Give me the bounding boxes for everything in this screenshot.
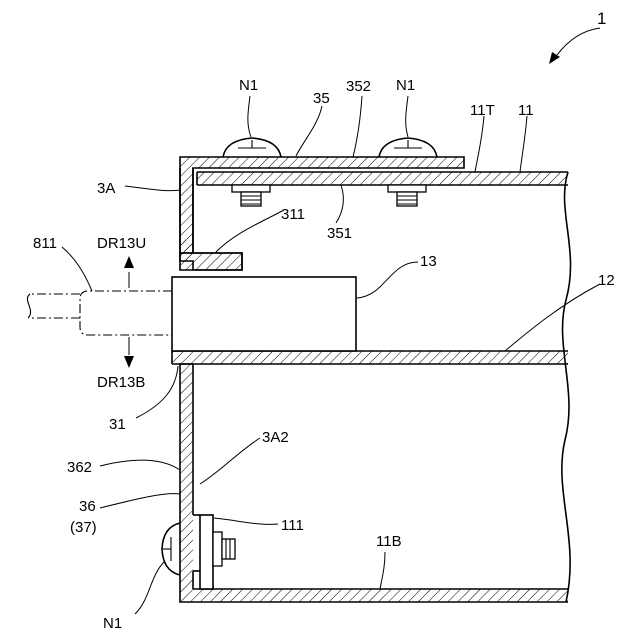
label-811: 811 xyxy=(33,235,57,252)
arrow-dr13u xyxy=(124,256,134,288)
label-31: 31 xyxy=(109,416,126,433)
middle-plate-12 xyxy=(172,351,568,364)
label-11B: 11B xyxy=(376,533,402,550)
label-111: 111 xyxy=(281,517,304,534)
label-11T: 11T xyxy=(470,102,495,119)
mating-connector-811 xyxy=(27,291,172,335)
label-n1-bottom: N1 xyxy=(103,615,122,632)
label-11: 11 xyxy=(518,102,534,119)
label-n1-top-right: N1 xyxy=(396,77,415,94)
top-plate-11T xyxy=(197,172,568,185)
label-351: 351 xyxy=(327,225,352,242)
label-352: 352 xyxy=(346,78,371,95)
label-fig-1: 1 xyxy=(597,9,606,28)
arrow-dr13b xyxy=(124,337,134,368)
wall-36 xyxy=(180,364,568,602)
label-dr13u: DR13U xyxy=(97,235,146,252)
label-311: 311 xyxy=(281,206,305,223)
label-dr13b: DR13B xyxy=(97,374,145,391)
label-3A2: 3A2 xyxy=(262,429,289,446)
connector-13 xyxy=(172,277,356,351)
screw-n1-bottom xyxy=(162,523,235,575)
break-line xyxy=(562,172,571,602)
label-35: 35 xyxy=(313,90,330,107)
label-13: 13 xyxy=(420,253,437,270)
label-3A: 3A xyxy=(97,180,115,197)
label-n1-top-left: N1 xyxy=(239,77,258,94)
label-362: 362 xyxy=(67,459,92,476)
label-37: (37) xyxy=(70,519,97,536)
label-36: 36 xyxy=(79,498,96,515)
label-12: 12 xyxy=(598,272,615,289)
spacer-111 xyxy=(193,515,213,589)
